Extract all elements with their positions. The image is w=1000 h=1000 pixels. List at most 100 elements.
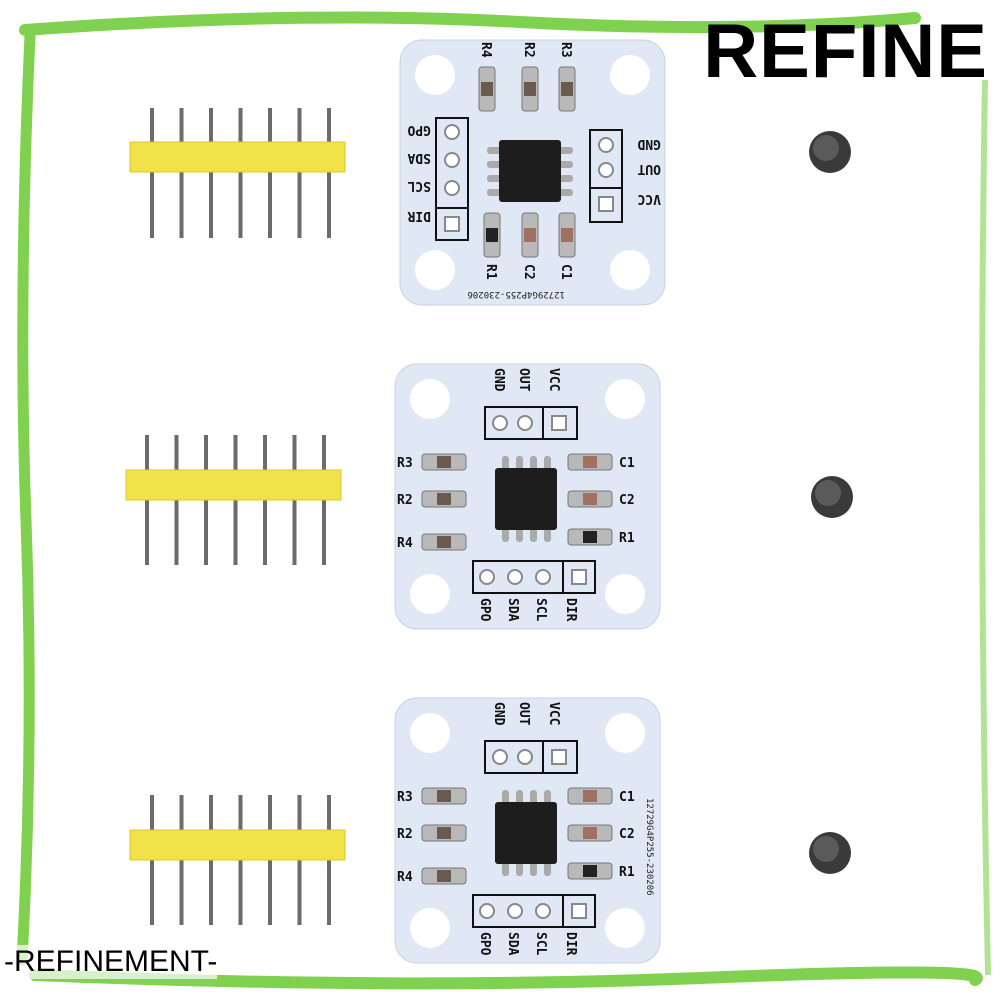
sensor-chip xyxy=(495,468,557,530)
pin-label: SDA xyxy=(505,932,520,956)
magnets xyxy=(809,131,853,874)
sensor-boards: GNDOUTVCCGPOSDASCLDIRR3R2R4C1C2R112729G4… xyxy=(394,39,666,964)
mounting-hole xyxy=(605,379,645,419)
part-label: C1 xyxy=(558,264,573,280)
pin-label: GND xyxy=(491,702,506,726)
part-label: C2 xyxy=(619,493,635,508)
frame-right xyxy=(979,79,991,976)
pad xyxy=(535,569,551,585)
pad xyxy=(444,124,460,140)
pad xyxy=(598,162,614,178)
smd-body xyxy=(561,82,573,96)
part-label: R3 xyxy=(558,42,573,58)
pad-square xyxy=(551,415,567,431)
smd-body xyxy=(561,228,573,242)
green-brush-frame xyxy=(16,11,991,990)
smd-body xyxy=(583,456,597,468)
pin-label: OUT xyxy=(637,161,661,176)
pin-label: VCC xyxy=(638,191,661,206)
pin-label: VCC xyxy=(546,368,561,391)
header-pin xyxy=(150,108,154,238)
serial-number: 12729G4P255-230206 xyxy=(644,798,654,896)
mounting-hole xyxy=(410,574,450,614)
part-label: R2 xyxy=(521,42,536,58)
part-label: C1 xyxy=(619,790,635,805)
pad xyxy=(444,152,460,168)
part-label: R4 xyxy=(397,870,413,885)
brand-watermark-bottom: -REFINEMENT- xyxy=(4,945,218,979)
pin-label: DIR xyxy=(407,208,431,223)
smd-body xyxy=(437,536,451,548)
header-pin xyxy=(179,108,184,238)
smd-body xyxy=(437,790,451,802)
magnet-highlight xyxy=(813,135,839,161)
magnet-highlight xyxy=(815,480,841,506)
pin-label: GND xyxy=(491,368,506,392)
frame-top xyxy=(19,11,921,36)
part-label: C2 xyxy=(521,264,536,280)
pin-label: SDA xyxy=(505,598,520,622)
part-label: R1 xyxy=(619,531,635,546)
mounting-hole xyxy=(610,55,650,95)
smd-body xyxy=(437,827,451,839)
magnet-highlight xyxy=(813,836,839,862)
mounting-hole xyxy=(410,908,450,948)
header-pin xyxy=(238,108,243,238)
serial-number: 12729G4P255-230206 xyxy=(467,289,565,299)
mounting-hole xyxy=(410,379,450,419)
part-label: R3 xyxy=(397,790,413,805)
pad xyxy=(507,569,523,585)
smd-body xyxy=(524,228,536,242)
pad xyxy=(492,415,508,431)
header-pin xyxy=(297,108,302,238)
mounting-hole xyxy=(415,250,455,290)
frame-bottom xyxy=(29,966,983,990)
pad-square xyxy=(444,216,460,232)
pin-label: GPO xyxy=(477,932,492,956)
mounting-hole xyxy=(410,713,450,753)
smd-body xyxy=(486,228,498,242)
smd-body xyxy=(583,493,597,505)
pin-headers xyxy=(125,108,346,925)
frame-left xyxy=(16,29,36,966)
pad xyxy=(492,749,508,765)
part-label: C1 xyxy=(619,456,635,471)
part-label: R2 xyxy=(397,493,413,508)
pad-square xyxy=(571,903,587,919)
smd-body xyxy=(524,82,536,96)
magnet xyxy=(809,131,851,173)
mounting-hole xyxy=(605,908,645,948)
pin-header xyxy=(129,108,346,238)
pin-header xyxy=(125,435,342,565)
sensor-chip xyxy=(495,802,557,864)
brand-watermark-top: REFINE xyxy=(703,9,988,94)
header-outline xyxy=(472,894,596,928)
header-plastic-strip xyxy=(129,141,346,173)
smd-body xyxy=(437,870,451,882)
pin-label: GND xyxy=(637,136,661,151)
part-label: R4 xyxy=(397,536,413,551)
header-outline xyxy=(435,117,469,241)
pin-label: SCL xyxy=(533,932,548,956)
pin-label: OUT xyxy=(516,702,531,726)
mounting-hole xyxy=(605,713,645,753)
pad xyxy=(479,569,495,585)
mounting-hole xyxy=(605,574,645,614)
smd-body xyxy=(481,82,493,96)
pad xyxy=(598,137,614,153)
smd-body xyxy=(437,493,451,505)
header-plastic-strip xyxy=(129,829,346,861)
pin-label: GPO xyxy=(477,598,492,622)
header-pin xyxy=(268,108,272,238)
pad xyxy=(517,415,533,431)
header-outline xyxy=(472,560,596,594)
part-label: R1 xyxy=(483,264,498,280)
smd-body xyxy=(583,531,597,543)
pin-label: GPO xyxy=(407,122,431,137)
smd-body xyxy=(583,827,597,839)
smd-body xyxy=(583,865,597,877)
